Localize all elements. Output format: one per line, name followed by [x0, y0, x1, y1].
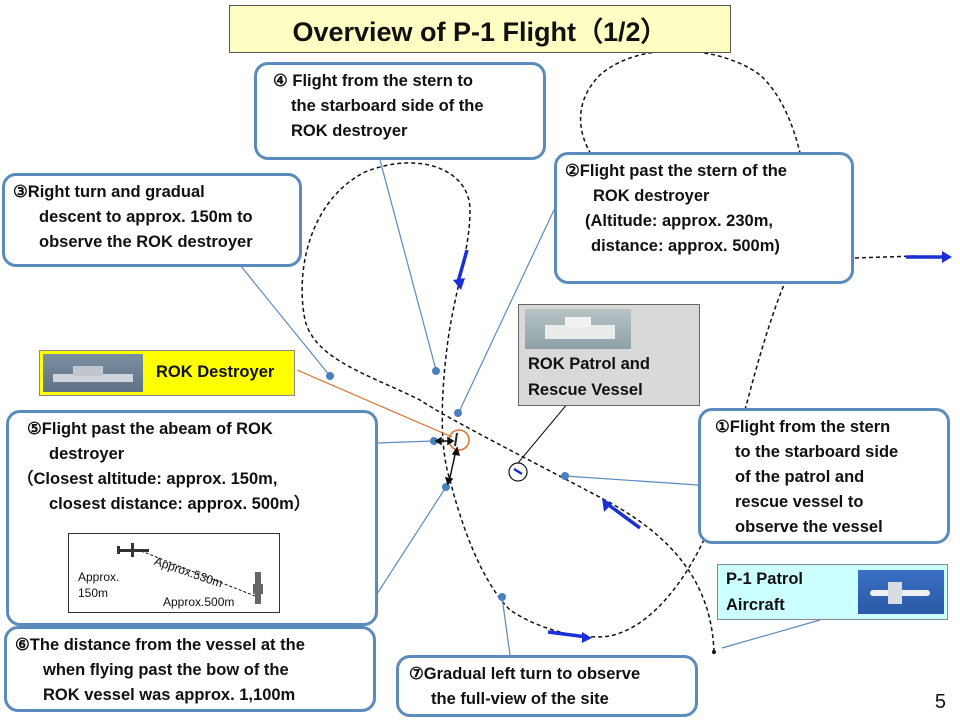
callout-line: ④ Flight from the stern to	[273, 72, 473, 90]
callout-line: distance: approx. 500m)	[591, 237, 780, 255]
callout-line: of the patrol and	[735, 468, 865, 486]
rok-destroyer-text: ROK Destroyer	[156, 363, 275, 381]
p1-aircraft-label: P-1 Patrol Aircraft	[717, 564, 948, 620]
callout-line: observe the vessel	[735, 518, 883, 536]
destroyer-photo	[43, 354, 143, 392]
page-title: Overview of P-1 Flight（1/2）	[229, 5, 731, 53]
inset-altitude-label-2: 150m	[78, 586, 109, 600]
p1-aircraft-photo	[858, 570, 944, 614]
rok-destroyer-label: ROK Destroyer	[39, 350, 295, 396]
inset-horizontal-label: Approx.500m	[163, 595, 235, 609]
inset-drawing	[117, 543, 263, 604]
callout-step-4: ④ Flight from the stern to the starboard…	[254, 62, 546, 160]
destroyer-pointer	[296, 369, 453, 438]
patrol-vessel-text-1: ROK Patrol and	[528, 355, 650, 373]
callout-line: ROK vessel was approx. 1,100m	[43, 686, 296, 704]
callout-line: (Altitude: approx. 230m,	[585, 212, 773, 230]
callout-line: ⑤Flight past the abeam of ROK	[27, 420, 273, 438]
aircraft-start-point	[712, 650, 716, 654]
inset-altitude-label-1: Approx.	[78, 570, 120, 584]
callout-line: （Closest altitude: approx. 150m,	[17, 470, 278, 488]
callout-line: to the starboard side	[735, 443, 899, 461]
p1-aircraft-text-1: P-1 Patrol	[726, 570, 804, 588]
callout-line: ①Flight from the stern	[715, 418, 891, 436]
callout-line: ROK destroyer	[291, 122, 408, 140]
distance-arrows	[434, 436, 461, 486]
callout-line: ⑥The distance from the vessel at the	[15, 636, 305, 654]
callout-line: ROK destroyer	[593, 187, 710, 205]
callout-step-6: ⑥The distance from the vessel at the whe…	[4, 626, 376, 712]
callout-line: ②Flight past the stern of the	[565, 162, 787, 180]
distance-inset: Approx.530m Approx. 150m Approx.500m	[68, 533, 280, 613]
vessel-pointer	[517, 402, 569, 464]
callout-line: the full-view of the site	[431, 690, 609, 708]
callout-line: ③Right turn and gradual	[13, 183, 205, 201]
callout-line: closest distance: approx. 500m）	[49, 495, 311, 513]
page-number: 5	[934, 691, 946, 713]
patrol-vessel-photo	[525, 309, 631, 349]
callout-line: descent to approx. 150m to	[39, 208, 253, 226]
callout-step-1: ①Flight from the stern to the starboard …	[698, 408, 950, 544]
direction-arrows	[453, 249, 952, 643]
flight-path-exit	[854, 255, 916, 259]
callout-step-3: ③Right turn and gradual descent to appro…	[2, 173, 302, 267]
inset-ship-icon	[253, 572, 263, 604]
callout-step-7: ⑦Gradual left turn to observe the full-v…	[396, 655, 698, 717]
p1-aircraft-text-2: Aircraft	[726, 596, 785, 614]
callout-line: the starboard side of the	[291, 97, 484, 115]
inset-aircraft-icon	[117, 543, 149, 557]
callout-line: destroyer	[49, 445, 125, 463]
callout-step-2: ②Flight past the stern of the ROK destro…	[554, 152, 854, 284]
callout-line: ⑦Gradual left turn to observe	[409, 665, 641, 683]
patrol-vessel-text-2: Rescue Vessel	[528, 381, 643, 399]
callout-line: rescue vessel to	[735, 493, 864, 511]
flight-path	[301, 49, 807, 653]
callout-line: observe the ROK destroyer	[39, 233, 253, 251]
callout-line: when flying past the bow of the	[43, 661, 289, 679]
patrol-vessel-label: ROK Patrol and Rescue Vessel	[518, 304, 700, 406]
